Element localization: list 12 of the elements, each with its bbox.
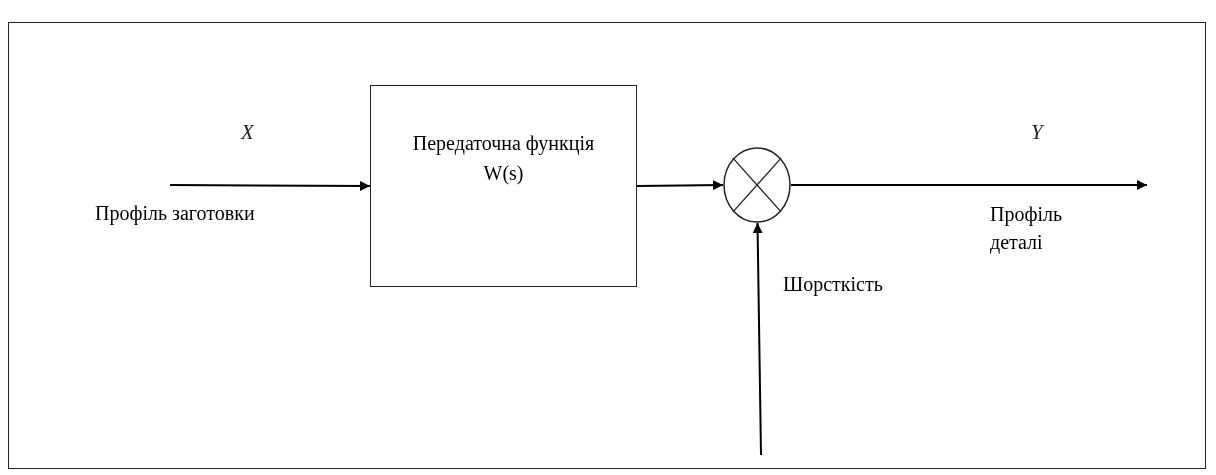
process-box — [370, 85, 637, 287]
arrow — [752, 222, 763, 456]
arrow — [169, 180, 371, 191]
multiplier-circle — [723, 147, 791, 223]
box-label: Передаточна функція W(s) — [411, 131, 596, 187]
signal-label: Y — [1031, 120, 1043, 145]
arrow — [636, 180, 724, 191]
signal-label: X — [241, 120, 254, 145]
signal-name: Профіль заготовки — [95, 201, 256, 227]
arrow — [790, 180, 1148, 190]
signal-name: Профіль деталі — [990, 202, 1064, 256]
signal-name: Шорсткість — [783, 272, 884, 298]
